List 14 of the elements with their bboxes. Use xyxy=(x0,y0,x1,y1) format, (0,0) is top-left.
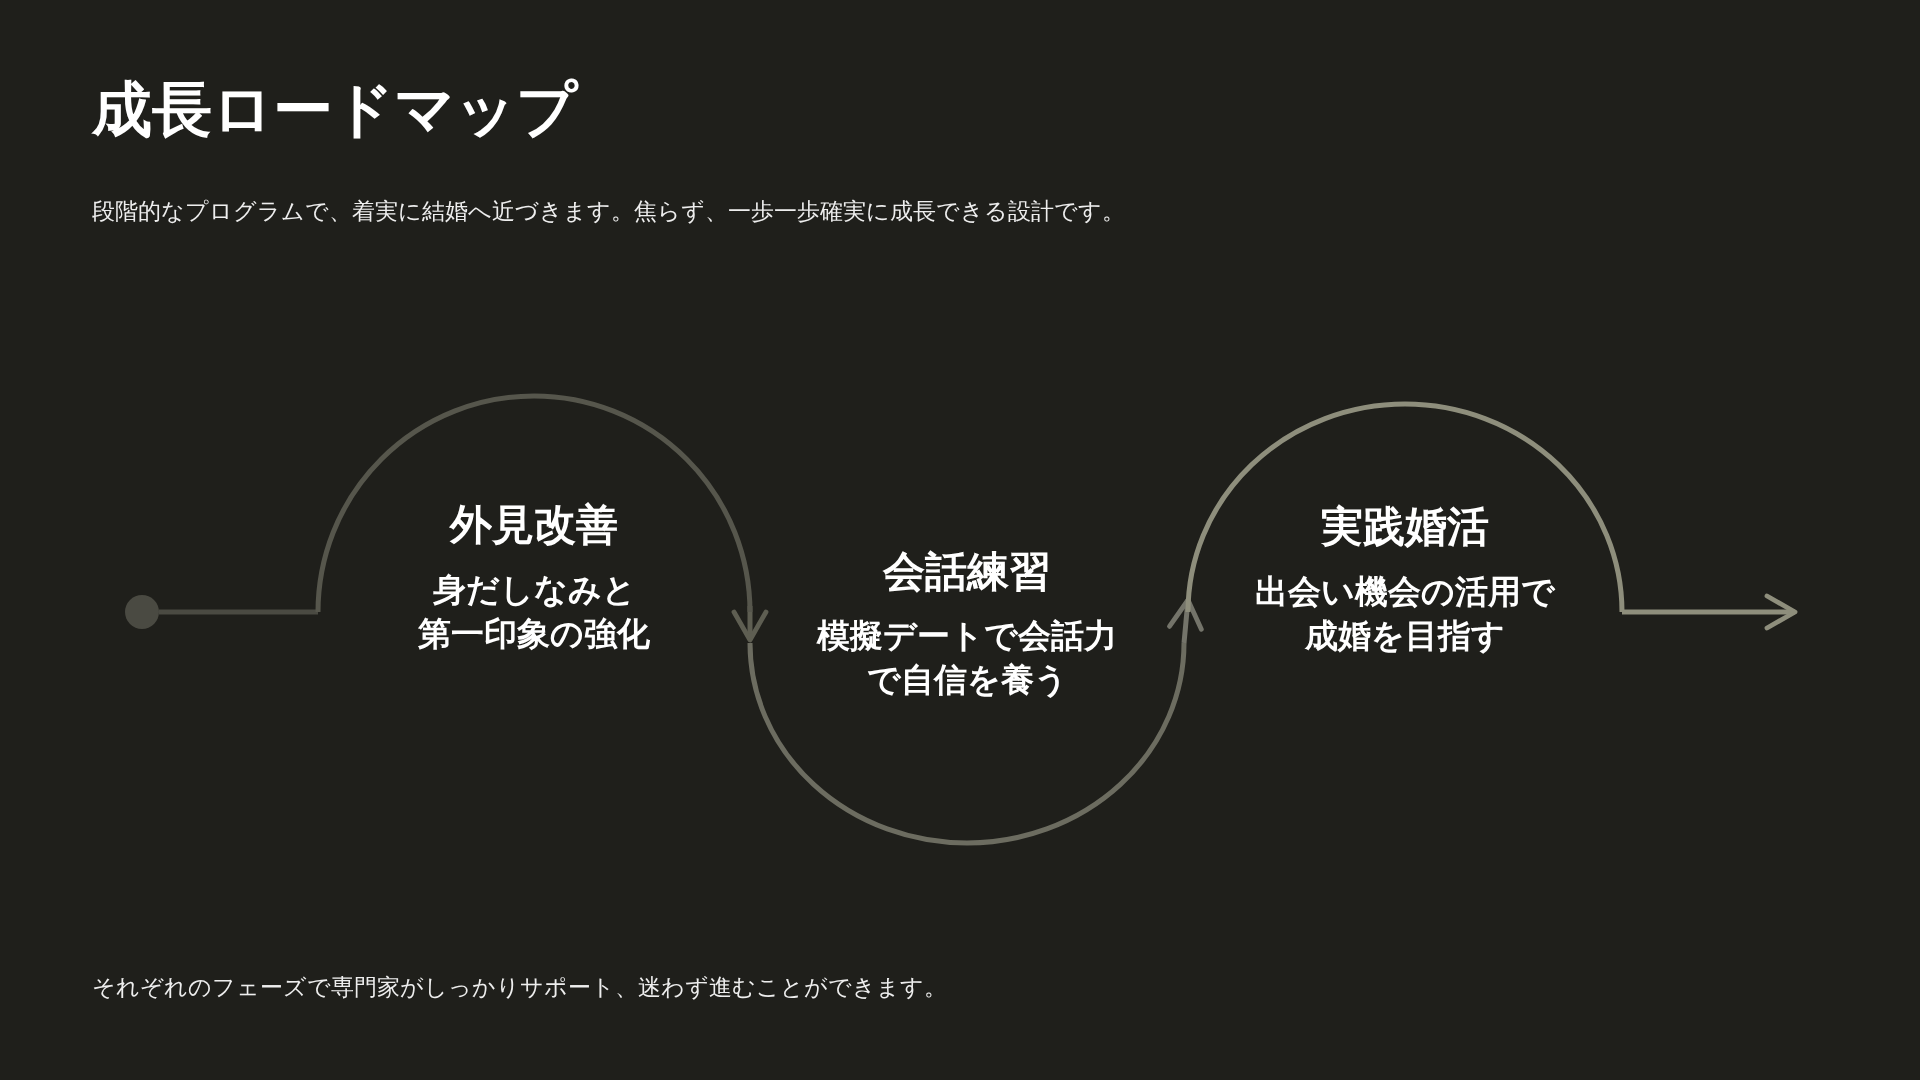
arrow xyxy=(731,606,769,643)
stage-description: 身だしなみと第一印象の強化 xyxy=(418,569,650,655)
footer-note: それぞれのフェーズで専門家がしっかりサポート、迷わず進むことができます。 xyxy=(92,973,947,1002)
arrow xyxy=(1167,597,1204,644)
start-dot xyxy=(125,595,159,629)
stage-description: 模擬デートで会話力で自信を養う xyxy=(817,615,1117,701)
connector-line xyxy=(159,609,318,615)
stage-heading: 実践婚活 xyxy=(1321,503,1489,551)
page-title: 成長ロードマップ xyxy=(92,73,577,146)
stage-description: 出会い機会の活用で成婚を目指す xyxy=(1255,571,1555,657)
stage-heading: 外見改善 xyxy=(450,501,618,549)
arrow xyxy=(1622,593,1798,631)
subtitle-text: 段階的なプログラムで、着実に結婚へ近づきます。焦らず、一歩一歩確実に成長できる設計です。 xyxy=(92,197,1125,226)
stage-heading: 会話練習 xyxy=(883,548,1051,596)
